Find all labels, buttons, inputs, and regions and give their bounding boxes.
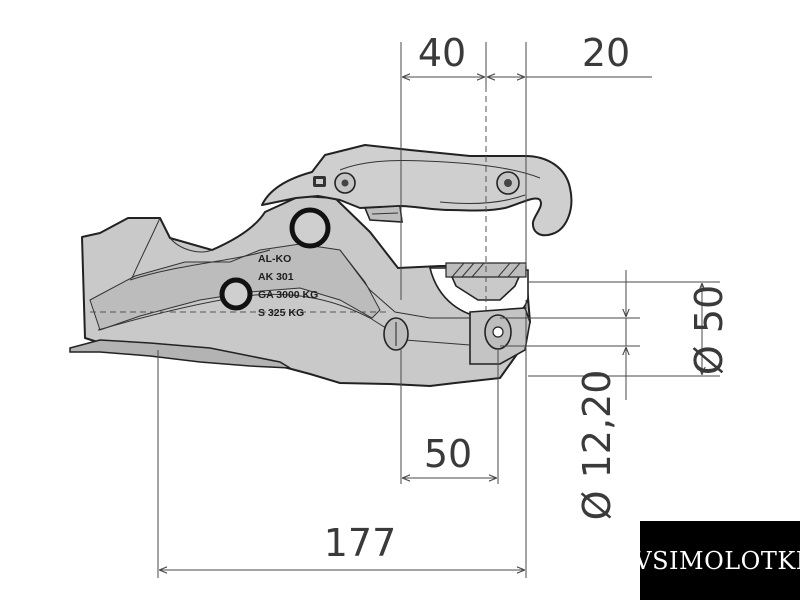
handle-pin-rear [334, 172, 356, 194]
mounting-bolt-hole-right [484, 314, 512, 350]
body-markings: AL-KO AK 301 GA 3000 KG S 325 KG [258, 253, 318, 319]
extension-lines [157, 42, 720, 578]
marking-model: AK 301 [258, 271, 294, 283]
dim-top-right: 20 [582, 31, 630, 75]
center-lines [90, 86, 487, 313]
mounting-bolt-hole-left [383, 317, 409, 351]
pivot-ring [289, 207, 331, 249]
watermark-logo: VSIMOLOTKI [634, 521, 800, 600]
dimension-lines [160, 77, 702, 570]
marking-load: GA 3000 KG [258, 289, 318, 301]
dim-bolt-diameter: Ø 12,20 [575, 370, 619, 521]
coupling-body [69, 195, 531, 387]
dim-ball-diameter: Ø 50 [687, 285, 731, 375]
lock-indicator [313, 176, 326, 187]
marking-ring [219, 277, 253, 311]
marking-brand: AL-KO [258, 253, 291, 265]
marking-support-load: S 325 KG [258, 307, 304, 319]
dim-top-left: 40 [418, 31, 466, 75]
handle-pin-front [496, 171, 520, 195]
dim-overall-length: 177 [324, 521, 397, 565]
dim-mid-bottom: 50 [424, 432, 472, 476]
coupling-handle [261, 144, 573, 237]
